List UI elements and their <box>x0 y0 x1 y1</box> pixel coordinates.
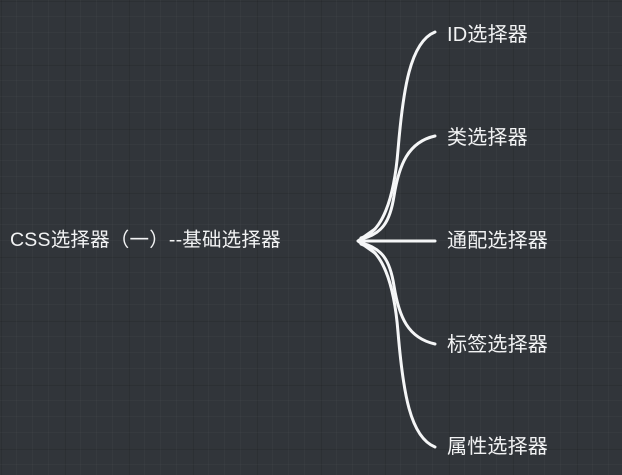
branch-label-attribute-selector[interactable]: 属性选择器 <box>447 436 548 458</box>
edge-to-branch-0 <box>359 30 437 240</box>
branch-label-class-selector[interactable]: 类选择器 <box>447 127 528 149</box>
branch-label-id-selector[interactable]: ID选择器 <box>447 24 528 46</box>
branch-label-tag-selector[interactable]: 标签选择器 <box>447 334 548 356</box>
left-arrowhead-icon <box>356 227 377 255</box>
edge-to-branch-1 <box>359 134 437 241</box>
edge-to-branch-3 <box>359 241 437 346</box>
edge-to-branch-4 <box>359 242 437 449</box>
root-node-label[interactable]: CSS选择器（一）--基础选择器 <box>10 229 281 251</box>
branch-label-universal-selector[interactable]: 通配选择器 <box>447 230 548 252</box>
